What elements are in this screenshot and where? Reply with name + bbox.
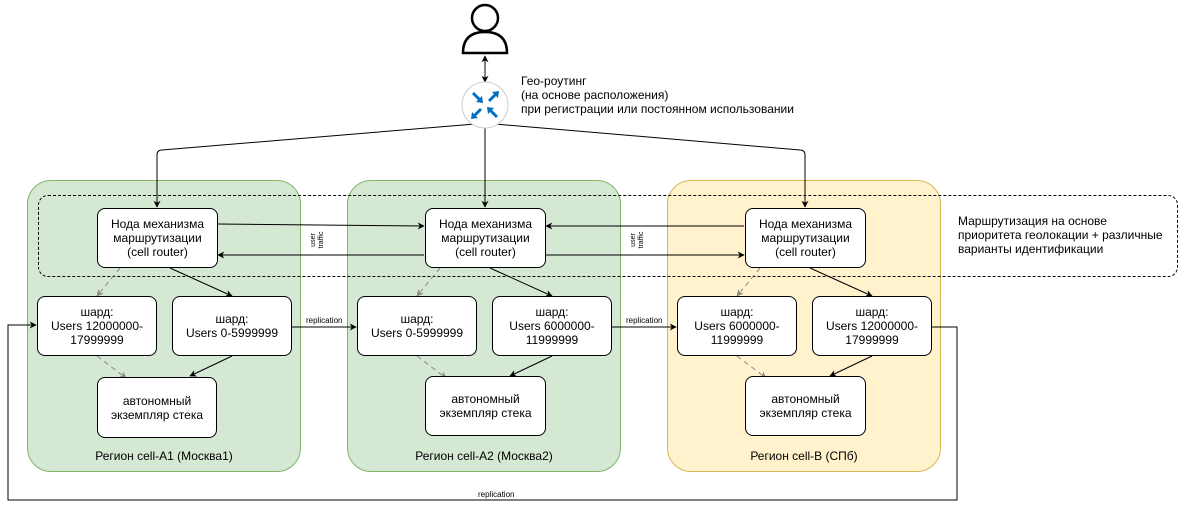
cell-router-node: Нода механизма маршрутизации (cell route…: [425, 208, 546, 268]
cell-router-node: Нода механизма маршрутизации (cell route…: [745, 208, 866, 268]
user-icon: [461, 3, 509, 55]
shard-box: шард: Users 6000000- 11999999: [677, 296, 797, 356]
user-traffic-label: user traffic: [630, 231, 645, 249]
region-label: Регион cell-A2 (Москва2): [415, 449, 553, 463]
routing-note: Маршрутизация на основе приоритета геоло…: [958, 214, 1163, 256]
replication-label: replication: [626, 316, 663, 325]
stack-instance-box: автономный экземпляр стека: [425, 376, 546, 436]
shard-box: шард: Users 6000000- 11999999: [492, 296, 612, 356]
region-label: Регион cell-A1 (Москва1): [95, 449, 233, 463]
shard-box: шард: Users 0-5999999: [172, 296, 292, 356]
replication-label: replication: [478, 490, 515, 499]
geo-routing-label: Гео-роутинг (на основе расположения) при…: [521, 74, 794, 116]
shard-box: шард: Users 0-5999999: [357, 296, 477, 356]
cell-router-node: Нода механизма маршрутизации (cell route…: [97, 208, 218, 268]
stack-instance-box: автономный экземпляр стека: [745, 376, 866, 436]
stack-instance-box: автономный экземпляр стека: [97, 377, 217, 438]
region-label: Регион cell-B (СПб): [750, 449, 858, 463]
user-traffic-label: user traffic: [310, 231, 325, 249]
shard-box: шард: Users 12000000- 17999999: [37, 296, 157, 356]
router-icon: [461, 81, 509, 129]
shard-box: шард: Users 12000000- 17999999: [812, 296, 932, 356]
replication-label: replication: [306, 316, 343, 325]
